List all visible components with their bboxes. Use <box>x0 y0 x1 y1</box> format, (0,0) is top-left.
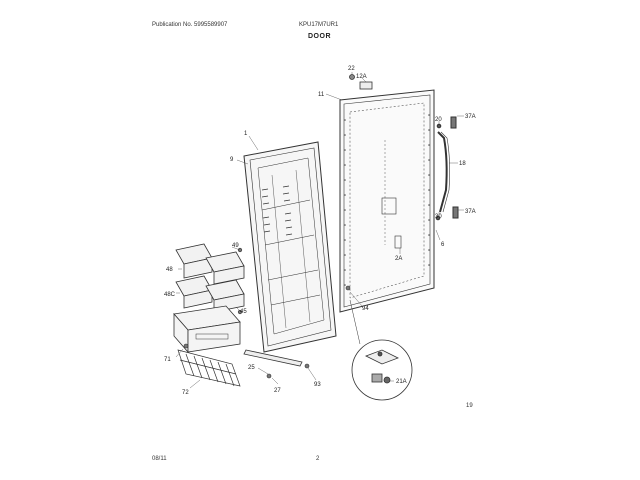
door-bin-upper-right <box>205 251 245 285</box>
publication-number: Publication No. 5995589907 <box>152 22 228 28</box>
callout-labels: 22 12A 11 1 9 20 37A 18 30 37A 6 2A 49 4… <box>164 66 476 396</box>
door-bin-upper-left <box>175 243 213 279</box>
callout-11: 11 <box>318 92 325 98</box>
callout-71: 71 <box>164 357 171 363</box>
callout-94: 94 <box>362 306 369 312</box>
callout-1: 1 <box>244 131 248 137</box>
callout-37a-bottom: 37A <box>465 209 476 215</box>
door-basket <box>173 305 241 354</box>
callout-12a: 12A <box>356 74 367 80</box>
door-inner-liner <box>243 141 337 353</box>
wire-grille <box>177 349 241 387</box>
callout-6: 6 <box>441 242 445 248</box>
callout-21a: 21A <box>396 379 407 385</box>
callout-45: 45 <box>240 309 247 315</box>
bottom-trim-strip <box>243 349 303 367</box>
callout-93: 93 <box>314 382 321 388</box>
callout-9: 9 <box>230 157 234 163</box>
callout-48c: 48C <box>164 292 176 298</box>
door-gasket <box>344 114 430 286</box>
door-outer-panel <box>339 89 435 313</box>
callout-18: 18 <box>459 161 466 167</box>
screws <box>183 247 351 379</box>
model-number: KPU17M7UR1 <box>299 22 339 28</box>
callout-30: 30 <box>435 214 442 220</box>
hinge-detail-inset <box>349 299 413 401</box>
callout-27: 27 <box>274 388 281 394</box>
callout-25: 25 <box>248 365 255 371</box>
door-handle <box>435 116 459 221</box>
callout-72: 72 <box>182 390 189 396</box>
door-bin-lower-left <box>175 275 213 309</box>
callout-49: 49 <box>232 243 239 249</box>
callout-2a: 2A <box>395 256 402 262</box>
figure-id: 19 <box>466 403 473 409</box>
diagram-title: DOOR <box>308 33 331 40</box>
callout-20: 20 <box>435 117 442 123</box>
footer-date: 08/11 <box>152 456 167 462</box>
callout-48: 48 <box>166 267 173 273</box>
callout-37a-top: 37A <box>465 114 476 120</box>
footer-page-number: 2 <box>316 456 320 462</box>
callout-22: 22 <box>348 66 355 72</box>
leader-lines <box>175 72 464 389</box>
